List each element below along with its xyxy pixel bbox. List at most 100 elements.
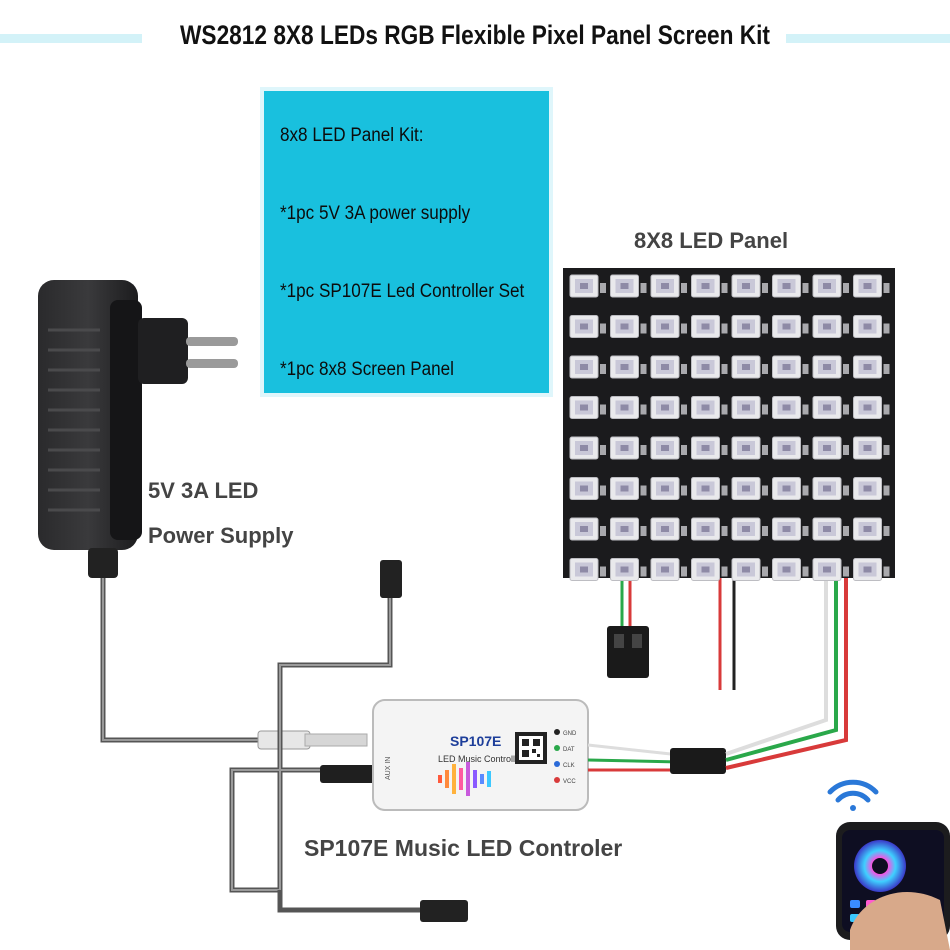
- led-cell: [569, 274, 606, 298]
- kit-item-panel: *1pc 8x8 Screen Panel: [280, 359, 454, 380]
- led-cell: [569, 477, 606, 500]
- led-cell: [731, 355, 768, 379]
- led-cell: [691, 436, 728, 460]
- led-cell: [853, 315, 890, 338]
- led-cell: [812, 558, 849, 581]
- led-cell: [610, 558, 647, 581]
- led-cell: [569, 355, 606, 379]
- led-cell: [691, 517, 728, 541]
- led-grid: [569, 274, 890, 581]
- led-cell: [812, 436, 849, 460]
- pin-clk: CLK: [563, 763, 575, 769]
- title-accent-left: [0, 34, 142, 43]
- power-cable-highlight: [102, 574, 262, 741]
- led-cell: [812, 355, 849, 379]
- led-cell: [691, 274, 728, 298]
- led-cell: [772, 436, 809, 460]
- led-cell: [691, 355, 728, 379]
- led-cell: [812, 315, 849, 338]
- led-cell: [569, 558, 606, 581]
- led-cell: [610, 477, 647, 500]
- led-cell: [772, 355, 809, 379]
- output-connector: [607, 626, 649, 678]
- led-cell: [731, 477, 768, 500]
- led-cell: [569, 517, 606, 541]
- led-cell: [650, 355, 687, 379]
- page-title: WS2812 8X8 LEDs RGB Flexible Pixel Panel…: [180, 20, 770, 50]
- led-cell: [853, 477, 890, 500]
- pin-vcc: VCC: [563, 779, 576, 785]
- dc-plug-sleeve: [304, 733, 368, 747]
- led-cell: [610, 355, 647, 379]
- led-cell: [772, 477, 809, 500]
- wifi-icon: [827, 779, 879, 811]
- controller-subtitle: LED Music Controller: [438, 754, 523, 764]
- panel-input-wires: [725, 578, 848, 770]
- led-cell: [731, 396, 768, 419]
- pin-gnd: GND: [563, 731, 577, 737]
- jst-connector: [670, 748, 726, 774]
- aux-cable-lower: [277, 890, 425, 913]
- led-cell: [650, 517, 687, 541]
- led-cell: [691, 558, 728, 581]
- led-cell: [731, 315, 768, 338]
- dc-jack-controller: [320, 765, 375, 783]
- led-cell: [853, 436, 890, 460]
- led-cell: [853, 274, 890, 298]
- led-cell: [812, 396, 849, 419]
- led-cell: [650, 396, 687, 419]
- led-cell: [853, 396, 890, 419]
- led-cell: [610, 315, 647, 338]
- title-accent-right: [786, 34, 950, 43]
- led-cell: [772, 274, 809, 298]
- power-cable: [100, 574, 262, 743]
- led-cell: [610, 396, 647, 419]
- led-cell: [691, 315, 728, 338]
- led-cell: [650, 274, 687, 298]
- led-cell: [610, 274, 647, 298]
- led-cell: [731, 274, 768, 298]
- led-cell: [772, 396, 809, 419]
- led-cell: [731, 436, 768, 460]
- led-cell: [853, 517, 890, 541]
- power-caption-line1: 5V 3A LED: [148, 478, 259, 503]
- led-cell: [812, 274, 849, 298]
- panel-output-wires: [620, 578, 736, 690]
- led-cell: [569, 315, 606, 338]
- kit-item-controller: *1pc SP107E Led Controller Set: [280, 281, 525, 302]
- controller-sound-wave: [438, 762, 491, 796]
- controller-aux-label: AUX IN: [385, 757, 392, 780]
- controller-caption: SP107E Music LED Controler: [304, 835, 623, 861]
- led-cell: [610, 517, 647, 541]
- led-cell: [853, 558, 890, 581]
- led-cell: [691, 477, 728, 500]
- kit-contents-box: 8x8 LED Panel Kit: *1pc 5V 3A power supp…: [260, 87, 553, 397]
- hand: [850, 891, 950, 950]
- led-cell: [650, 477, 687, 500]
- sp107e-controller: SP107E LED Music Controller AUX IN GND D…: [372, 699, 589, 811]
- pin-dat: DAT: [563, 747, 575, 753]
- led-cell: [569, 436, 606, 460]
- led-cell: [772, 315, 809, 338]
- led-cell: [650, 436, 687, 460]
- led-cell: [812, 477, 849, 500]
- power-caption-line2: Power Supply: [148, 523, 294, 548]
- power-adapter: [38, 280, 238, 578]
- led-cell: [772, 517, 809, 541]
- panel-caption: 8X8 LED Panel: [634, 228, 789, 253]
- led-cell: [731, 558, 768, 581]
- led-cell: [650, 558, 687, 581]
- dc-plug-male: [257, 730, 311, 750]
- led-cell: [772, 558, 809, 581]
- led-cell: [853, 355, 890, 379]
- kit-item-power-supply: *1pc 5V 3A power supply: [280, 203, 471, 224]
- led-cell: [610, 436, 647, 460]
- controller-brand: SP107E: [450, 733, 501, 749]
- led-cell: [731, 517, 768, 541]
- controller-wires: [587, 743, 681, 772]
- title-bar: WS2812 8X8 LEDs RGB Flexible Pixel Panel…: [0, 10, 950, 62]
- led-cell: [812, 517, 849, 541]
- kit-heading: 8x8 LED Panel Kit:: [280, 125, 424, 146]
- dc-jack-top: [380, 560, 402, 598]
